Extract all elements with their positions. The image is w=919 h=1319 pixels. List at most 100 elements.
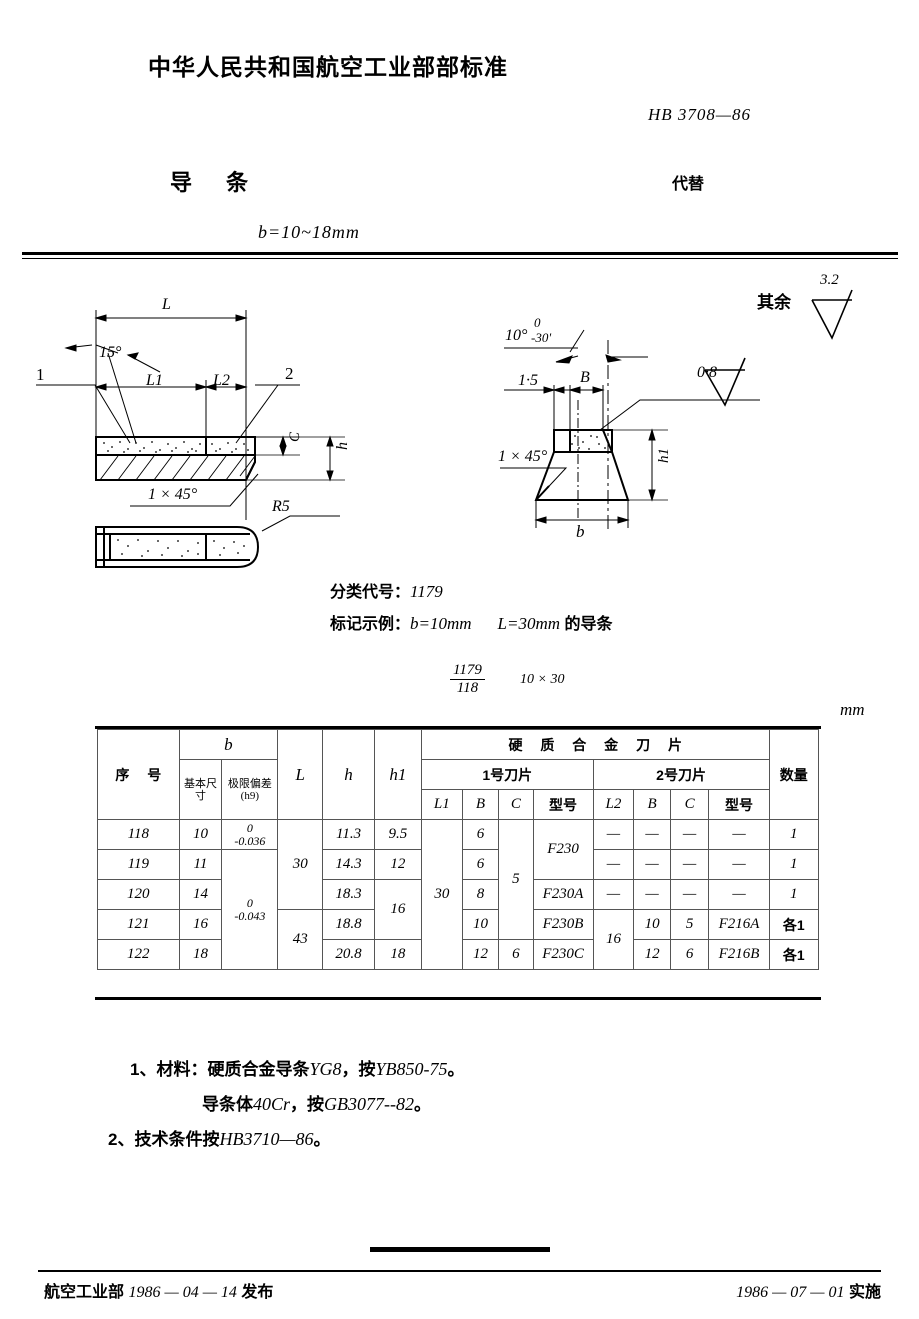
- table-header-row-2: 基本尺寸 极限偏差(h9) 1号刀片 2号刀片: [98, 759, 819, 820]
- cell-model2: F216A: [708, 909, 770, 940]
- dim-label-L: L: [162, 296, 171, 313]
- cell-model2: —: [708, 819, 770, 850]
- header-rule-thin: [22, 258, 898, 259]
- note-2-line: 2、技术条件按HB3710—86。: [108, 1122, 464, 1157]
- table-top-border: [95, 726, 821, 729]
- cell-B2: —: [633, 849, 671, 880]
- notes-block: 1、材料：硬质合金导条YG8，按YB850-75。 导条体40Cr，按GB307…: [108, 1052, 464, 1157]
- replace-label: 代替: [672, 176, 705, 193]
- cell-B: 10: [461, 909, 500, 940]
- cell-L: 43: [277, 909, 324, 970]
- table-row: 122 18 20.8 18 12 6 F230C 12 6 F216B 各1: [97, 939, 820, 970]
- classification-code-value: 1179: [410, 582, 443, 601]
- cell-model: F230: [532, 819, 594, 880]
- b-range-label: b=10~18mm: [258, 222, 360, 242]
- dim-label-chamfer-right: 1 × 45°: [498, 448, 548, 465]
- cell-L2: —: [592, 849, 635, 880]
- tolerance-upper: 0: [246, 895, 253, 910]
- note-1-standard-ref: YB850-75: [375, 1059, 448, 1079]
- cell-L2: —: [592, 879, 635, 910]
- note-1b-material-code: 40Cr: [253, 1094, 291, 1114]
- table-unit-label: mm: [840, 700, 865, 719]
- tolerance-upper: 0: [246, 820, 253, 835]
- note-1-line-1: 1、材料：硬质合金导条YG8，按YB850-75。: [130, 1052, 464, 1087]
- th-B: B: [461, 789, 500, 820]
- dim-label-1-5: 1·5: [518, 372, 538, 389]
- cell-B2: 10: [633, 909, 671, 940]
- dim-label-angle-10-upper-tol: 0: [534, 315, 541, 330]
- cell-L2: —: [592, 819, 635, 850]
- dim-label-h1: h1: [656, 448, 672, 463]
- cell-h: 20.8: [322, 939, 375, 970]
- cell-b-basic: 18: [178, 939, 223, 970]
- footer-effective-date: 1986 — 07 — 01: [736, 1284, 845, 1301]
- cell-b-tolerance: 0 -0.043: [221, 849, 279, 970]
- standard-number: HB 3708—86: [648, 105, 752, 124]
- surface-roughness-note-label: 其余: [757, 293, 791, 312]
- cell-B: 6: [461, 819, 500, 850]
- table-row: 119 11 0 -0.043 14.3 12 6 — — — — 1: [97, 849, 820, 970]
- page-title: 中华人民共和国航空工业部部标准: [148, 54, 508, 80]
- cell-h1: 12: [373, 849, 422, 880]
- note-1-material-code: YG8: [309, 1059, 342, 1079]
- cell-C: 6: [498, 939, 534, 970]
- cell-L1: 30: [420, 819, 463, 970]
- cell-C2: 5: [669, 909, 710, 940]
- footer-rule: [38, 1270, 881, 1272]
- dim-label-B: B: [580, 369, 590, 386]
- marking-fraction-denominator: 118: [456, 680, 479, 696]
- cell-L2: 16: [592, 909, 635, 970]
- cell-C2: —: [669, 819, 710, 850]
- dim-label-angle-10: 10°: [505, 327, 528, 344]
- note-1-end: 。: [447, 1060, 465, 1079]
- cell-b-basic: 10: [178, 819, 223, 850]
- th-model: 型号: [532, 789, 594, 820]
- cell-B: 8: [461, 879, 500, 910]
- th-b-basic: 基本尺寸: [178, 759, 223, 820]
- cell-h: 11.3: [322, 819, 375, 850]
- item-number-1: 1: [36, 365, 45, 384]
- note-1b-standard-ref: GB3077--82: [324, 1094, 414, 1114]
- note-2-standard-ref: HB3710—86: [219, 1129, 314, 1149]
- th-insert-1: 1号刀片: [420, 759, 594, 790]
- th-insert-group: 硬 质 合 金 刀 片: [420, 729, 770, 760]
- footer-issue-verb: 发布: [241, 1284, 274, 1301]
- th-C2: C: [669, 789, 710, 820]
- dim-label-h: h: [334, 442, 351, 450]
- cell-model: F230C: [532, 939, 594, 970]
- cell-L: 30: [277, 819, 324, 910]
- cell-model2: F216B: [708, 939, 770, 970]
- surface-roughness-note-value: 3.2: [820, 272, 839, 288]
- cell-h1: 9.5: [373, 819, 422, 850]
- th-insert-2: 2号刀片: [592, 759, 770, 790]
- cell-model2: —: [708, 879, 770, 910]
- cell-qty: 1: [768, 849, 820, 880]
- cell-h1: 16: [373, 879, 422, 940]
- table-row: 121 16 43 18.8 10 F230B 16 10 5 F216A 各1: [97, 909, 820, 970]
- cell-seq: 119: [97, 849, 180, 880]
- dim-label-L1: L1: [146, 372, 163, 389]
- th-L1: L1: [420, 789, 463, 820]
- classification-code-label: 分类代号：: [330, 584, 411, 601]
- cell-h: 18.8: [322, 909, 375, 940]
- th-qty: 数量: [768, 729, 820, 820]
- cell-C2: 6: [669, 939, 710, 970]
- cell-B: 6: [461, 849, 500, 880]
- dim-label-angle-15: 15°: [99, 344, 122, 361]
- th-L: L: [277, 729, 324, 820]
- dim-label-L2: L2: [213, 372, 230, 389]
- th-b-group: b: [178, 729, 279, 760]
- footer-bar: [370, 1247, 550, 1252]
- table-row: 120 14 18.3 16 8 F230A — — — — 1: [97, 879, 820, 940]
- th-h1: h1: [373, 729, 422, 820]
- table-header-row-1: 序 号 b L h h1 硬 质 合 金 刀 片 数量: [97, 729, 820, 820]
- th-model2: 型号: [708, 789, 770, 820]
- note-1b-tail: ，按: [290, 1095, 325, 1114]
- cell-seq: 121: [97, 909, 180, 940]
- dim-label-R5: R5: [272, 498, 290, 515]
- footer-effective: 1986 — 07 — 01 实施: [736, 1278, 881, 1302]
- tolerance-lower: -0.036: [234, 833, 266, 848]
- note-2-end: 。: [313, 1130, 331, 1149]
- cell-b-basic: 11: [178, 849, 223, 880]
- dim-label-C: C: [287, 432, 303, 443]
